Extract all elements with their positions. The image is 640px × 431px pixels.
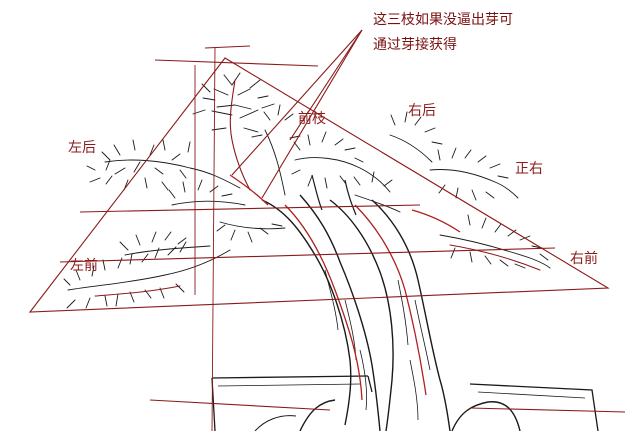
guide-lines <box>28 29 626 431</box>
label-right: 正右 <box>515 161 543 177</box>
trunk-highlights <box>229 174 461 401</box>
guide-triangle <box>28 57 610 313</box>
annotation-line2: 通过芽接获得 <box>373 36 457 53</box>
annotation-line1: 这三枝如果没逼出芽可 <box>373 11 513 28</box>
pot <box>211 375 599 431</box>
label-left-front: 左前 <box>70 257 98 274</box>
label-right-front: 右前 <box>570 250 598 267</box>
label-left-back: 左后 <box>68 140 96 156</box>
label-front-branch: 前枝 <box>298 110 326 127</box>
trunk <box>254 174 521 431</box>
foliage <box>63 72 551 309</box>
label-right-back: 右后 <box>408 103 436 119</box>
